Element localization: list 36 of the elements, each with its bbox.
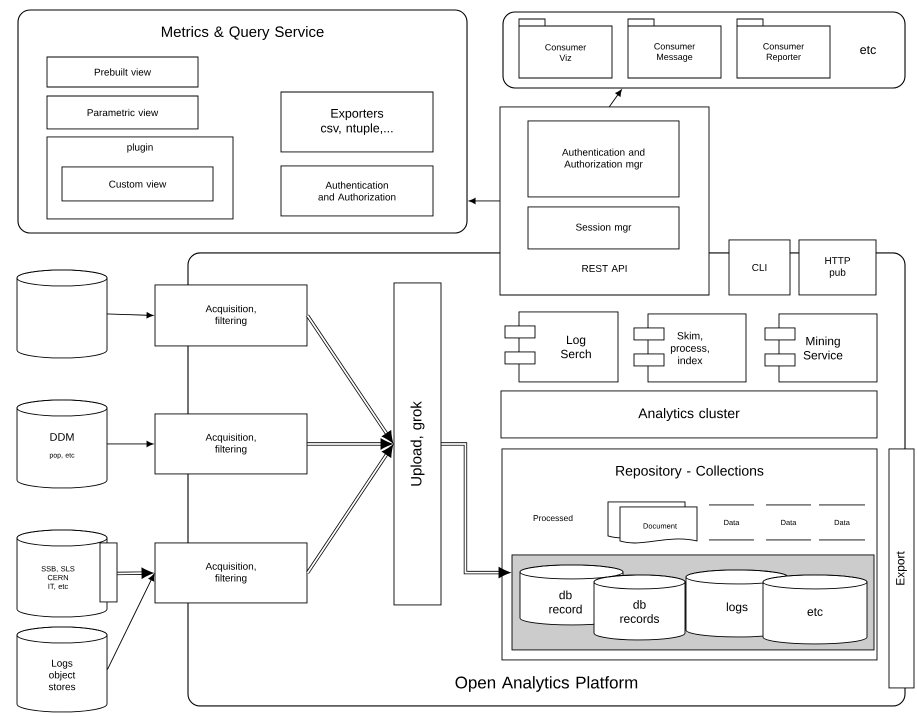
process-box: Acquisition, filtering xyxy=(154,414,308,474)
process-box: Custom view xyxy=(62,166,214,202)
package-box: Consumer Message xyxy=(628,18,722,78)
process-box: Prebuilt view xyxy=(46,56,198,88)
arrow xyxy=(107,440,154,448)
process-box: Acquisition, filtering xyxy=(154,284,308,346)
component-box: Skim, process, index xyxy=(634,314,746,382)
process-box: Authentication and Authorization xyxy=(280,166,434,216)
component-box: Log Serch xyxy=(504,312,618,382)
label-text: Processed xyxy=(534,514,572,522)
database-cylinder: etc xyxy=(762,574,868,644)
process-box: HTTP pub xyxy=(798,240,876,296)
process-box: Analytics cluster xyxy=(500,390,878,438)
process-box: Exporters csv, ntuple,... xyxy=(280,92,434,152)
arrow xyxy=(107,312,154,318)
database-cylinder: db records xyxy=(594,574,686,640)
database-cylinder xyxy=(16,270,108,358)
process-box: Upload, grok xyxy=(394,282,442,606)
process-box: CLI xyxy=(728,240,790,296)
arrow xyxy=(117,568,154,579)
database-cylinder: Logs object stores xyxy=(16,626,108,712)
arrow xyxy=(107,574,154,670)
process-box: Session mgr xyxy=(528,206,680,250)
process-box: Acquisition, filtering xyxy=(154,542,308,604)
process-box: Export xyxy=(888,448,914,688)
package-box: Consumer Viz xyxy=(518,18,612,78)
process-box: Parametric view xyxy=(46,96,198,130)
process-box: Authentication and Authorization mgr xyxy=(528,120,680,198)
component-box: Mining Service xyxy=(764,314,878,382)
arrow xyxy=(468,198,500,204)
arrow xyxy=(441,442,511,578)
arrow xyxy=(306,314,394,444)
arrow xyxy=(307,438,393,450)
arrow xyxy=(609,89,622,107)
arrow xyxy=(306,444,394,574)
package-box: Consumer Reporter xyxy=(736,18,830,78)
